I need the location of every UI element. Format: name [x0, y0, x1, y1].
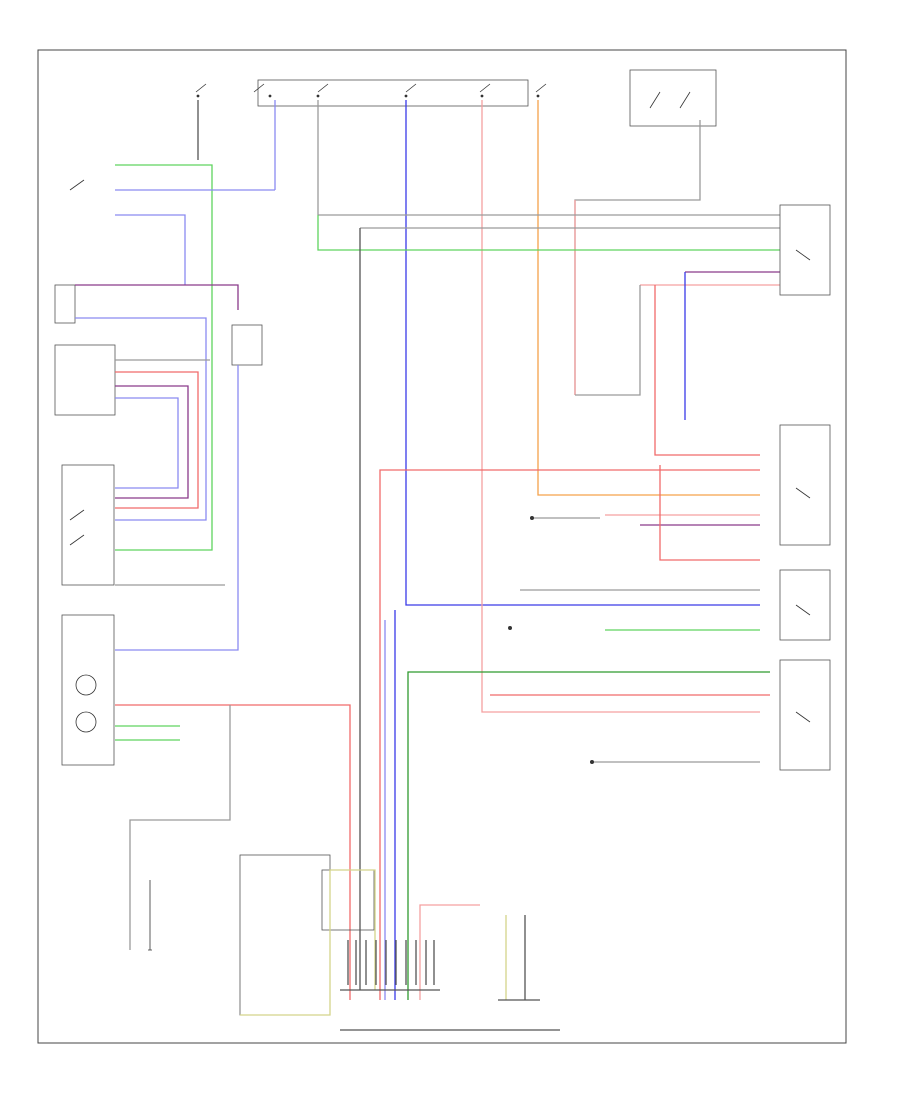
ground-symbol — [148, 880, 152, 951]
wire-ign-gray — [574, 120, 701, 395]
ignition-switch-lower — [61, 614, 115, 766]
wire-fuse4-blue — [405, 100, 760, 606]
ignition-contacts — [649, 91, 691, 109]
wire-yellow-loop — [240, 869, 376, 1016]
fuse-block — [257, 79, 529, 107]
pin-stubs — [347, 940, 435, 985]
wire-green-left — [115, 164, 213, 551]
wire-red-bottom — [115, 704, 351, 1000]
left-wires — [75, 164, 351, 1000]
gauge-circle-1 — [75, 674, 97, 696]
wire-red-loop — [659, 465, 760, 561]
cruise-main-switch — [54, 284, 76, 324]
loop-gray — [575, 285, 641, 396]
wire-sensor — [498, 915, 540, 1001]
cruise-control-unit — [239, 854, 331, 1016]
right-relays — [779, 204, 831, 771]
relay-2 — [779, 424, 831, 546]
fuse-drops — [197, 100, 760, 713]
bus-green — [317, 215, 780, 251]
wire-red-loop-left — [115, 371, 199, 509]
fuse-row — [195, 69, 717, 127]
ecm-lines — [340, 989, 560, 1031]
cruise-actuator — [54, 344, 116, 416]
wire-purple-top — [75, 284, 239, 310]
wire-lblue-inner — [115, 397, 179, 489]
relay-3 — [779, 569, 831, 641]
main-relay — [779, 204, 831, 296]
wire-purple-loop — [115, 385, 189, 499]
wire-pink-bottom — [419, 904, 480, 1000]
ignition-switch-box — [629, 69, 717, 127]
gauge-circle-2 — [75, 711, 97, 733]
drop-red — [654, 285, 760, 456]
left-components — [54, 179, 263, 766]
left-switch-contacts — [69, 179, 85, 546]
wire-red-long — [379, 469, 760, 1000]
bottom-units — [148, 610, 560, 1031]
wire-lblue-loop — [75, 317, 207, 521]
mid-right-wires — [379, 465, 770, 1000]
wire-lblue-down — [115, 365, 239, 651]
ecm-pins — [347, 940, 435, 985]
relay-4 — [779, 659, 831, 771]
wire-fuse5-pink — [481, 100, 605, 713]
fuse-contacts — [195, 83, 547, 93]
clutch-switch-box — [61, 464, 115, 586]
fuse-mid — [231, 324, 263, 366]
wire-fuse6-orange — [537, 100, 760, 496]
wire-gray-bottom-left — [129, 705, 231, 950]
wire-lblue-2 — [115, 214, 186, 285]
top-buses — [317, 214, 780, 990]
diagram-frame — [37, 49, 847, 1044]
relay-contacts — [795, 249, 811, 723]
wire-dkgreen — [407, 671, 770, 1000]
